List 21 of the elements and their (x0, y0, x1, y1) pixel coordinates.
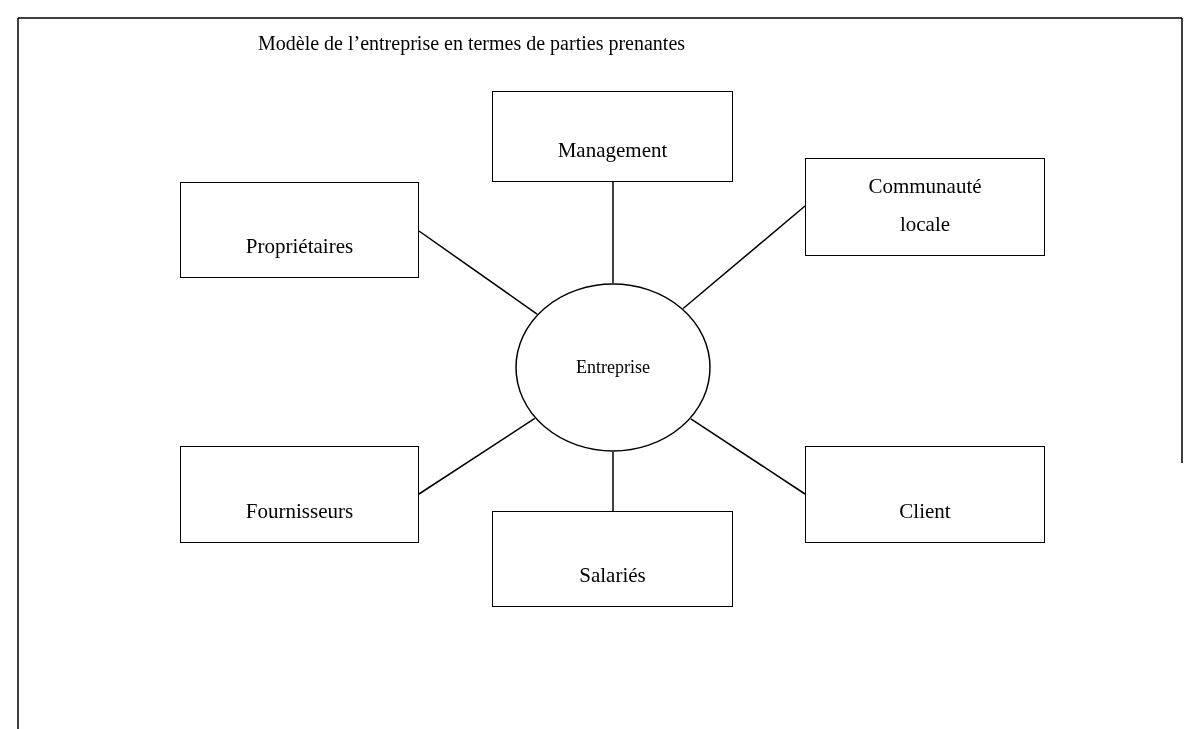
ellipse-node (515, 283, 711, 452)
stakeholder-box (805, 158, 1045, 256)
connector-line (612, 451, 614, 512)
stakeholder-box (492, 511, 733, 607)
node-label: Management (557, 137, 668, 164)
connector-line (690, 418, 806, 495)
node-label: Fournisseurs (245, 498, 354, 525)
connector-line (612, 181, 614, 284)
node-label: Communauté locale (867, 173, 983, 238)
node-label: Propriétaires (245, 233, 354, 260)
node-label: Entreprise (576, 357, 650, 378)
connector-line (418, 417, 536, 495)
node-label: Client (899, 498, 951, 525)
stakeholder-box (492, 91, 733, 182)
stakeholder-box (805, 446, 1045, 543)
connector-line (418, 230, 538, 315)
diagram-title: Modèle de l’entreprise en termes de parties prenantes (258, 32, 686, 55)
connector-line (682, 205, 806, 310)
stakeholder-box (180, 182, 419, 278)
node-label: Salariés (579, 562, 646, 589)
stakeholder-box (180, 446, 419, 543)
